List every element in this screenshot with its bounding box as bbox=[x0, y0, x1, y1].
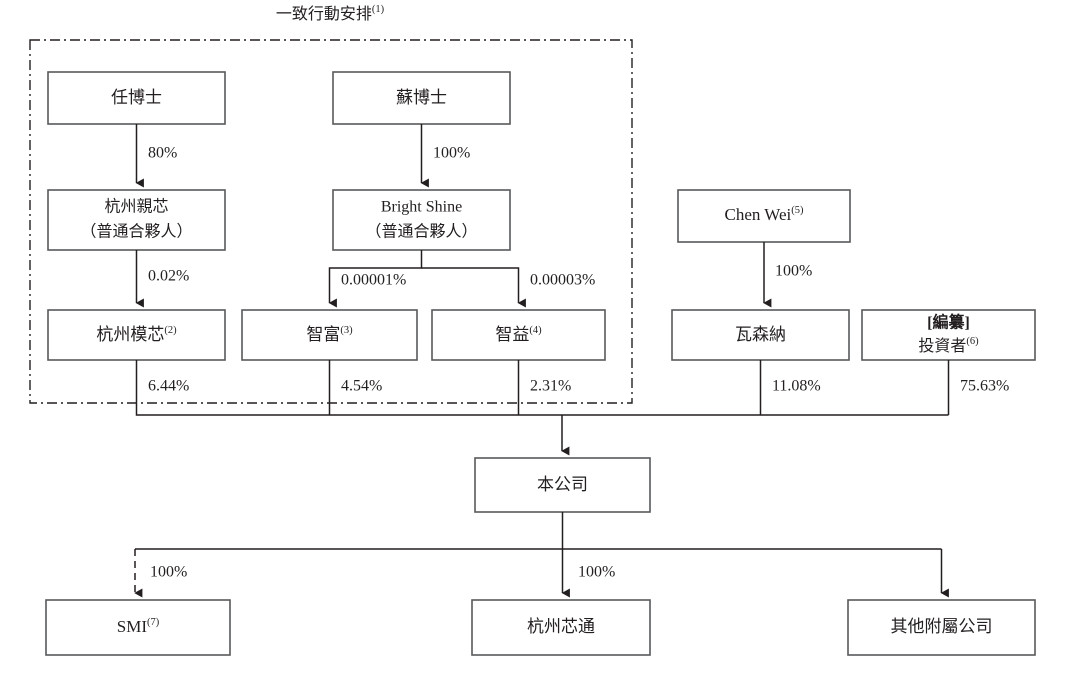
node-bright-shine-label-line2: （普通合夥人） bbox=[365, 223, 477, 241]
node-smi-box[interactable] bbox=[45, 599, 231, 656]
node-hangzhou-moxin-box[interactable] bbox=[47, 309, 226, 361]
node-wasenna-box[interactable] bbox=[671, 309, 850, 361]
node-hangzhou-moxin-label: 杭州模芯(2) bbox=[96, 325, 177, 344]
node-bright-shine-label-line1: Bright Shine bbox=[381, 199, 462, 216]
node-company-label: 本公司 bbox=[537, 475, 588, 494]
node-zhiyi-label: 智益(4) bbox=[495, 325, 542, 344]
node-smi-label: SMI(7) bbox=[117, 617, 160, 636]
edge-label-brightshine-to-zhifu: 0.00001% bbox=[341, 272, 406, 289]
node-chen-wei-label: Chen Wei(5) bbox=[724, 205, 804, 224]
node-zhifu-box[interactable] bbox=[241, 309, 418, 361]
edge-label-wasenna-to-company: 11.08% bbox=[772, 378, 821, 395]
node-bright-shine-box[interactable] bbox=[332, 189, 511, 251]
edge-label-company-to-xintong: 100% bbox=[578, 564, 615, 581]
edge-label-investor-to-company: 75.63% bbox=[960, 378, 1009, 395]
edge-brightshine-to-zhifu bbox=[328, 250, 423, 308]
edge-label-qinxin-to-moxin: 0.02% bbox=[148, 268, 189, 285]
edge-label-su-to-brightshine: 100% bbox=[433, 145, 470, 162]
node-investor-label-line2: 投資者(6) bbox=[918, 336, 979, 355]
node-other-subs-box[interactable] bbox=[847, 599, 1036, 656]
edge-bus-to-company bbox=[135, 360, 949, 416]
node-wasenna-label: 瓦森納 bbox=[735, 325, 786, 344]
node-company-box[interactable] bbox=[474, 457, 651, 513]
node-zhifu-label: 智富(3) bbox=[306, 325, 353, 344]
node-investor-label-line1: [編纂] bbox=[927, 313, 970, 332]
node-hangzhou-qinxin-box[interactable] bbox=[47, 189, 226, 251]
edge-label-company-to-smi: 100% bbox=[150, 564, 187, 581]
concert-party-frame bbox=[29, 39, 633, 404]
edge-label-zhiyi-to-company: 2.31% bbox=[530, 378, 571, 395]
node-other-subs-label: 其他附屬公司 bbox=[891, 617, 993, 636]
edge-label-brightshine-to-zhiyi: 0.00003% bbox=[530, 272, 595, 289]
edge-brightshine-to-zhiyi bbox=[421, 267, 526, 308]
node-su-label: 蘇博士 bbox=[396, 88, 447, 107]
concert-party-title: 一致行動安排(1) bbox=[276, 4, 385, 23]
node-hangzhou-xintong-box[interactable] bbox=[471, 599, 651, 656]
node-hangzhou-qinxin-label-line1: 杭州親芯 bbox=[104, 198, 168, 216]
edge-label-chenwei-to-wasenna: 100% bbox=[775, 263, 812, 280]
node-hangzhou-qinxin-label-line2: （普通合夥人） bbox=[80, 223, 192, 241]
edge-label-moxin-to-company: 6.44% bbox=[148, 378, 189, 395]
node-su-box[interactable] bbox=[332, 71, 511, 125]
edge-label-ren-to-qinxin: 80% bbox=[148, 145, 177, 162]
node-hangzhou-xintong-label: 杭州芯通 bbox=[527, 617, 595, 636]
node-ren-label: 任博士 bbox=[111, 88, 162, 107]
edge-label-zhifu-to-company: 4.54% bbox=[341, 378, 382, 395]
